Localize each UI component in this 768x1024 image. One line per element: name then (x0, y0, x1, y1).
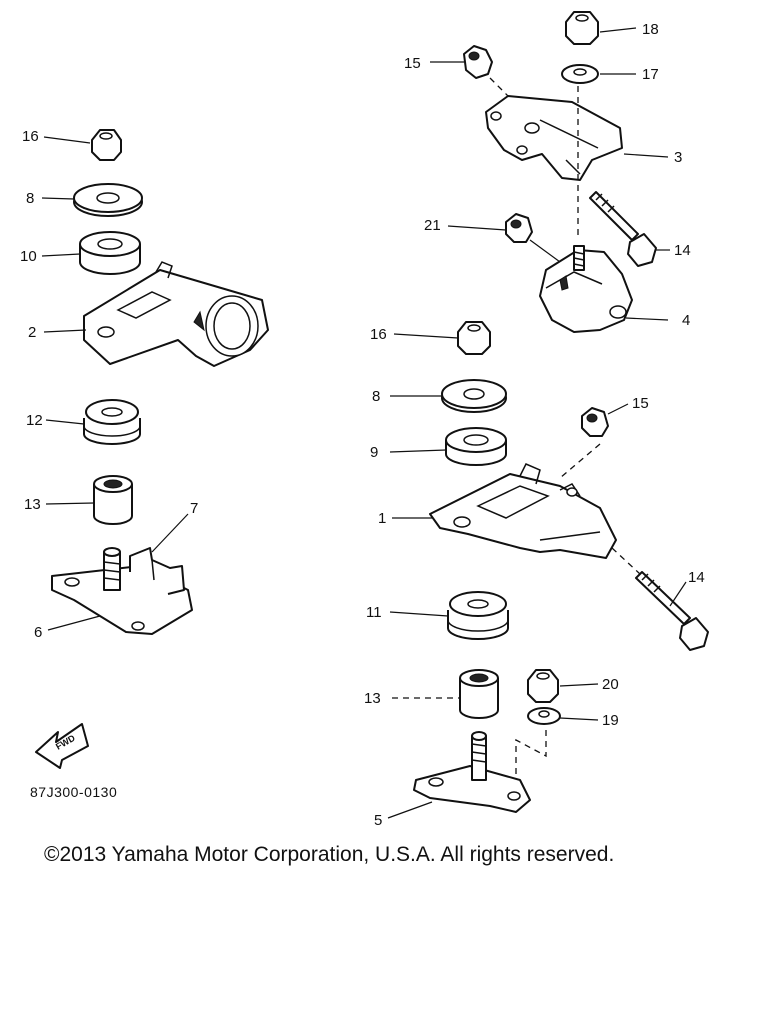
callout-9: 9 (370, 444, 378, 461)
part-15-nut-top (463, 45, 493, 79)
leader-6 (47, 615, 101, 631)
leader-21 (447, 225, 507, 231)
callout-14-upper: 14 (674, 242, 691, 259)
part-15-nut-right (581, 407, 609, 437)
leader-19 (559, 717, 599, 721)
part-3-upper-bracket (485, 95, 623, 181)
part-13-collar-right (459, 669, 499, 719)
callout-12: 12 (26, 412, 43, 429)
callout-10: 10 (20, 248, 37, 265)
axis-19 (515, 730, 547, 790)
callout-8-right: 8 (372, 388, 380, 405)
callout-17: 17 (642, 66, 659, 83)
leader-16-left (43, 136, 91, 144)
part-16-nut-left (91, 129, 122, 161)
leader-3 (623, 153, 669, 158)
callout-20: 20 (602, 676, 619, 693)
leader-4 (625, 317, 669, 321)
part-14-bolt-upper (589, 191, 657, 267)
copyright-notice: ©2013 Yamaha Motor Corporation, U.S.A. A… (44, 843, 615, 866)
part-10-rubber-bushing (79, 231, 141, 275)
callout-7: 7 (190, 500, 198, 517)
leader-9 (389, 449, 447, 453)
part-13-collar-left (93, 475, 133, 525)
callout-14-lower: 14 (688, 569, 705, 586)
axis-15-right (559, 443, 601, 479)
part-12-rubber-grommet (83, 399, 141, 445)
callout-16-left: 16 (22, 128, 39, 145)
part-14-bolt-lower (635, 571, 709, 651)
part-1-lower-bracket (429, 463, 617, 559)
leader-18 (599, 27, 637, 33)
part-11-rubber-grommet (447, 591, 509, 640)
leader-14-lower (669, 581, 687, 607)
leader-15-right (607, 403, 629, 415)
callout-2: 2 (28, 324, 36, 341)
callout-21: 21 (424, 217, 441, 234)
part-20-nut (527, 669, 559, 703)
leader-7 (151, 513, 189, 553)
callout-6: 6 (34, 624, 42, 641)
leader-5 (387, 801, 433, 819)
part-17-washer (561, 64, 599, 84)
leader-11 (389, 611, 449, 617)
part-19-washer (527, 707, 561, 725)
callout-13-left: 13 (24, 496, 41, 513)
callout-4: 4 (682, 312, 690, 329)
leader-10 (41, 253, 81, 257)
part-6-base-plate (51, 547, 193, 635)
leader-20 (559, 683, 599, 687)
part-8-washer-right (441, 379, 507, 413)
leader-8-left (41, 197, 75, 200)
callout-3: 3 (674, 149, 682, 166)
callout-13-right: 13 (364, 690, 381, 707)
callout-5: 5 (374, 812, 382, 829)
callout-15-top: 15 (404, 55, 421, 72)
part-21-nut (505, 213, 533, 243)
part-16-nut-right (457, 321, 491, 355)
callout-16-right: 16 (370, 326, 387, 343)
leader-12 (45, 419, 85, 425)
axis-1 (611, 547, 641, 575)
callout-15-right: 15 (632, 395, 649, 412)
callout-1: 1 (378, 510, 386, 527)
callout-18: 18 (642, 21, 659, 38)
part-18-nut (565, 11, 599, 45)
leader-2 (43, 329, 87, 333)
leader-16-right (393, 333, 459, 339)
part-4-engine-mount (539, 245, 633, 333)
part-8-washer-left (73, 183, 143, 217)
fwd-arrow-icon: FWD (35, 723, 89, 769)
callout-8-left: 8 (26, 190, 34, 207)
part-9-rubber-bushing (445, 427, 507, 466)
callout-19: 19 (602, 712, 619, 729)
callout-11: 11 (366, 604, 382, 621)
part-2-mount-bracket (83, 261, 269, 367)
leader-13-left (45, 502, 95, 505)
part-5-base-plate (413, 731, 531, 813)
diagram-code: 87J300-0130 (30, 784, 117, 800)
